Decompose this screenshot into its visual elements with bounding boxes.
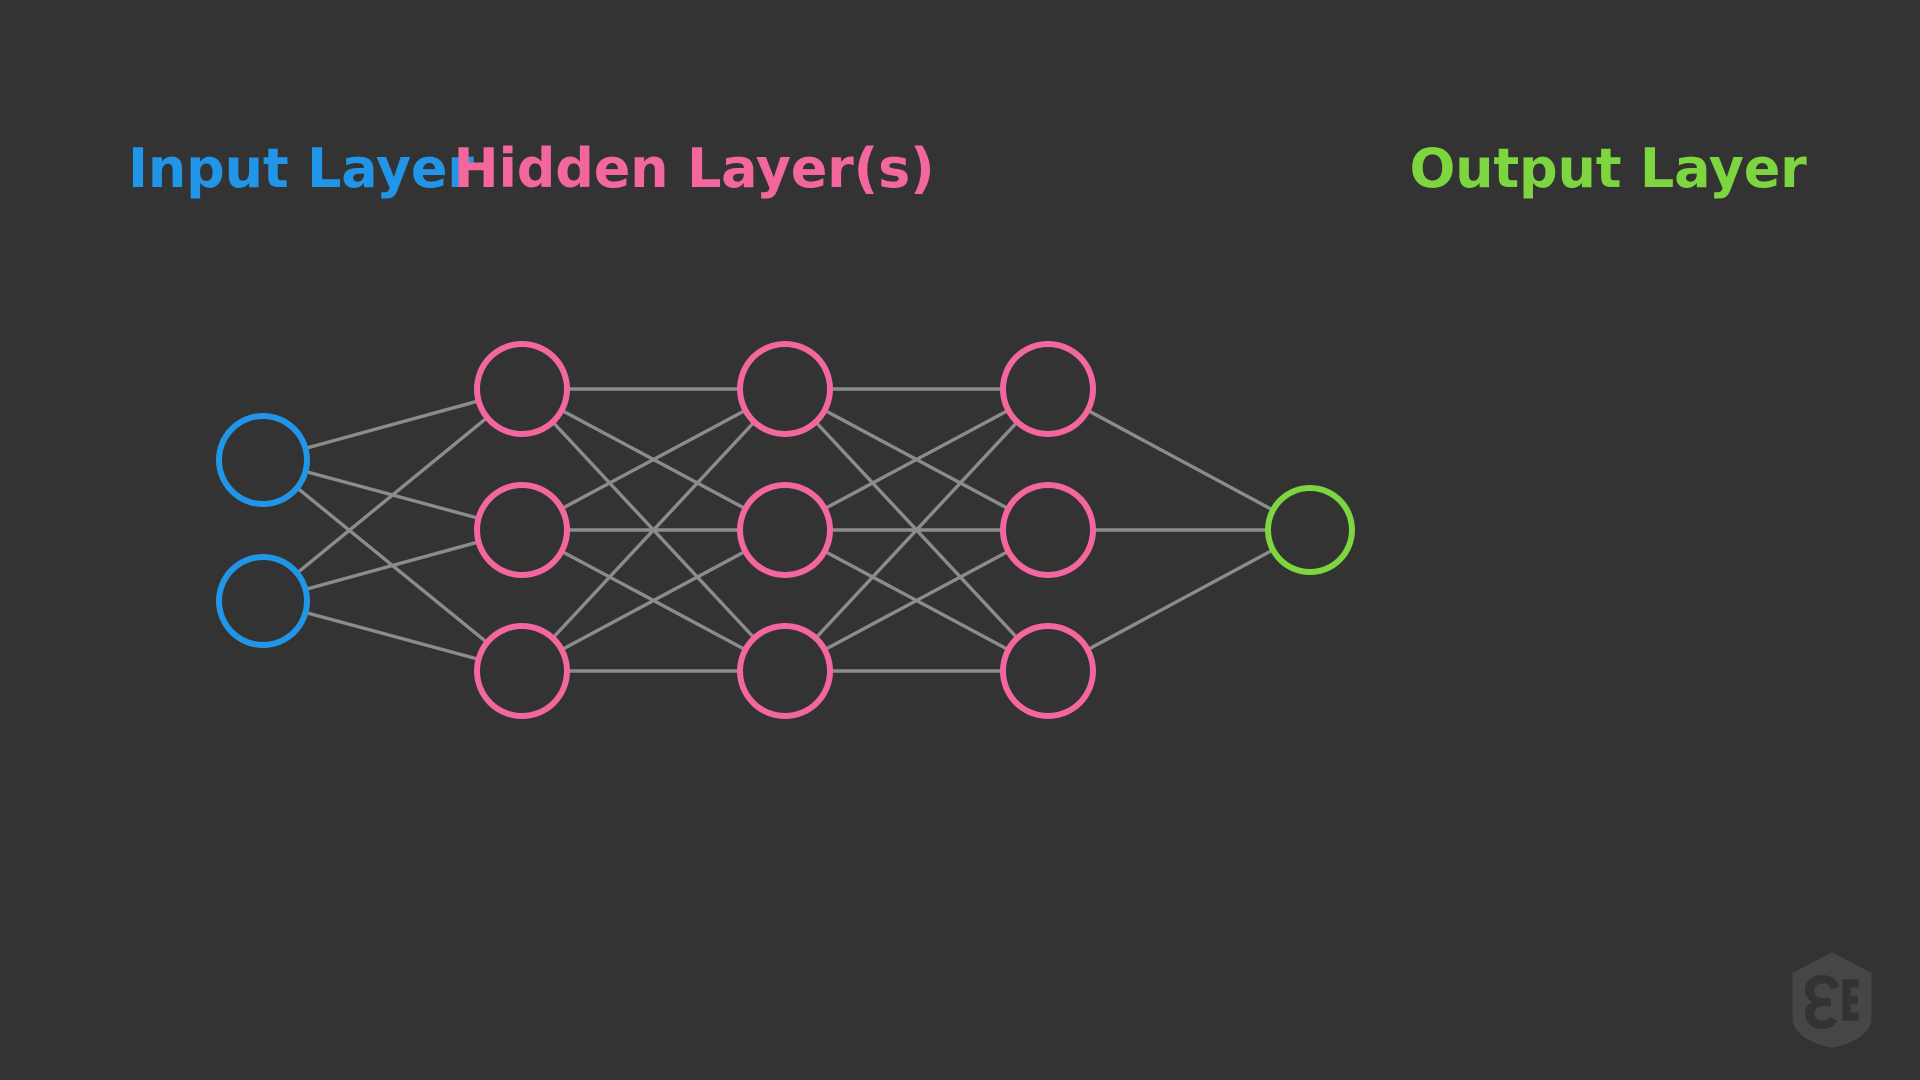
node-i1[interactable]	[216, 413, 310, 507]
edges-group	[296, 387, 1273, 673]
edge-h2_3-h3_1	[815, 421, 1018, 639]
edge-i2-h1_2	[305, 540, 479, 591]
edge-h1_3-h2_2	[561, 550, 746, 651]
node-h2_1[interactable]	[737, 341, 833, 437]
node-h1_1[interactable]	[474, 341, 570, 437]
node-o1[interactable]	[1265, 485, 1355, 575]
edge-i2-h1_1	[296, 417, 488, 574]
edge-h3_1-o1	[1087, 409, 1273, 511]
node-h3_3[interactable]	[1000, 623, 1096, 719]
node-h1_3[interactable]	[474, 623, 570, 719]
edge-h2_2-h3_1	[824, 409, 1009, 510]
edge-i2-h1_3	[305, 611, 479, 661]
node-h3_1[interactable]	[1000, 341, 1096, 437]
nodes-group	[216, 341, 1355, 719]
edge-i1-h1_1	[305, 399, 479, 450]
node-h3_2[interactable]	[1000, 482, 1096, 578]
node-h1_2[interactable]	[474, 482, 570, 578]
node-h2_2[interactable]	[737, 482, 833, 578]
edge-h1_2-h2_1	[561, 409, 746, 510]
edge-h1_3-h2_1	[552, 421, 755, 639]
edge-h3_3-o1	[1087, 549, 1273, 651]
node-i2[interactable]	[216, 554, 310, 648]
node-h2_3[interactable]	[737, 623, 833, 719]
edge-h2_3-h3_2	[824, 550, 1009, 651]
